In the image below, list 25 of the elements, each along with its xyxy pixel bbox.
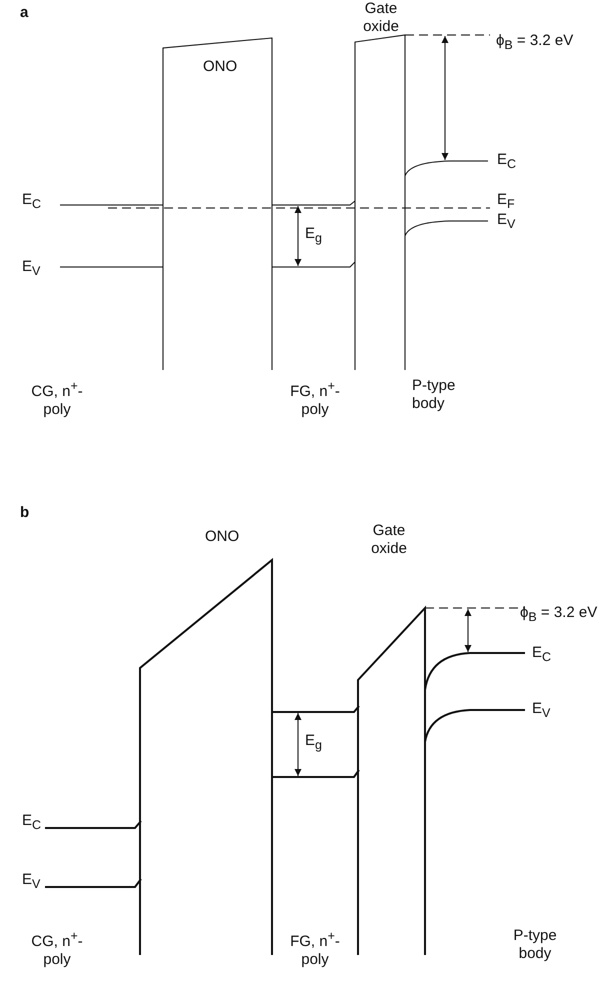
region-label: ONO bbox=[205, 528, 240, 546]
region-label: FG, n$^{+}$-poly bbox=[289, 378, 341, 419]
band-label: E$_{C}$ bbox=[22, 812, 42, 834]
band-label: E$_{V}$ bbox=[532, 700, 550, 722]
region-label: CG, n$^{+}$-poly bbox=[30, 378, 84, 419]
dimension-label: E$_{g}$ bbox=[305, 225, 322, 247]
region-label: FG, n$^{+}$-poly bbox=[289, 928, 341, 969]
region-label: Gate oxide bbox=[362, 0, 400, 36]
region-label: Gate oxide bbox=[370, 522, 408, 558]
band-label: E$_{F}$ bbox=[497, 191, 515, 213]
region-label: P-type body bbox=[412, 377, 456, 413]
dimension-label: E$_{g}$ bbox=[305, 732, 322, 754]
band-label: E$_{V}$ bbox=[497, 211, 516, 233]
dimension-label: ϕ$_{B}$ = 3.2 eV bbox=[496, 32, 574, 54]
band-label: E$_{C}$ bbox=[497, 151, 516, 173]
region-label: P-type body bbox=[512, 927, 558, 963]
band-label: E$_{C}$ bbox=[532, 644, 552, 666]
panel-label: a bbox=[20, 4, 28, 22]
band-label: E$_{V}$ bbox=[22, 871, 40, 893]
region-label: ONO bbox=[203, 58, 238, 76]
region-label: CG, n$^{+}$-poly bbox=[30, 928, 84, 969]
panel-label: b bbox=[20, 504, 30, 522]
band-label: E$_{C}$ bbox=[22, 191, 42, 213]
band-label: E$_{V}$ bbox=[22, 258, 40, 280]
dimension-label: ϕ$_{B}$ = 3.2 eV bbox=[520, 604, 598, 626]
